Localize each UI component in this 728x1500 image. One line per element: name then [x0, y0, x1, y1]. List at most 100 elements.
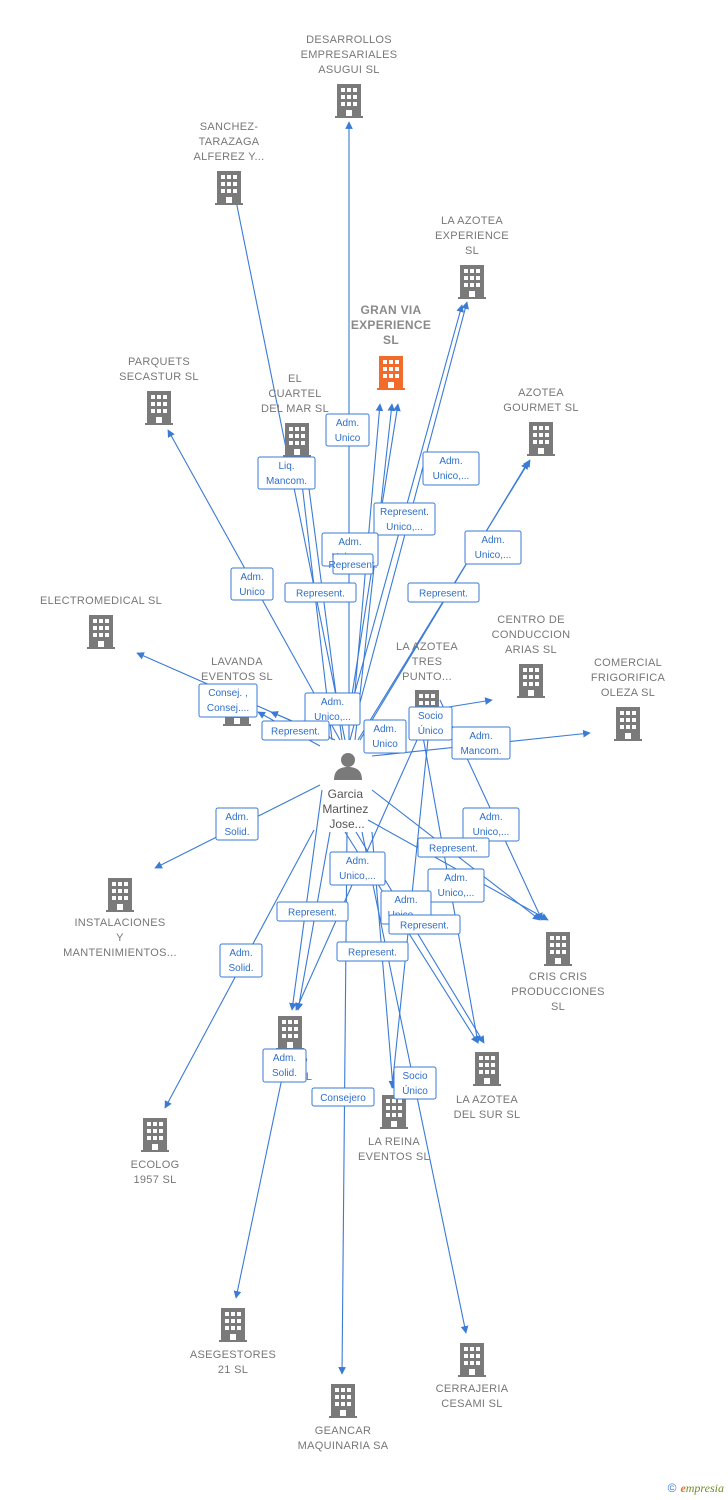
relation-label[interactable]: Adm.Solid. [262, 1048, 307, 1083]
company-node-electromedical[interactable]: ELECTROMEDICAL SL [40, 595, 162, 649]
relation-label-text: Adm. [225, 812, 248, 823]
relation-label[interactable]: Represent. [417, 837, 490, 858]
relation-label-box [422, 451, 480, 486]
relation-label[interactable]: Adm.Unico,... [462, 807, 520, 842]
relation-label-text: Socio [402, 1071, 427, 1082]
relation-label-text: Represent. [296, 589, 345, 600]
relation-label[interactable]: Represent.Unico,... [373, 502, 436, 536]
person-node[interactable]: Garcia Martinez Jose... [322, 753, 371, 831]
relation-label-text: Liq. [278, 461, 294, 472]
relation-label[interactable]: Consejero [311, 1087, 375, 1107]
relation-label[interactable]: Represent. [284, 582, 357, 603]
relation-label[interactable]: Represent. [388, 914, 461, 935]
company-label-line: ASUGUI SL [318, 64, 379, 76]
company-label-line: LA AZOTEA [456, 1094, 518, 1106]
company-label-line: PRODUCCIONES [511, 986, 604, 998]
relation-label[interactable]: Consej. ,Consej.... [198, 683, 258, 718]
relation-label[interactable]: Adm.Unico,... [329, 851, 386, 886]
relation-label-text: Solid. [224, 827, 249, 838]
relation-label-text: Socio [418, 711, 443, 722]
relation-label-box [284, 582, 357, 603]
relation-label-text: Unico,... [386, 522, 423, 533]
company-label-line: LA REINA [368, 1136, 420, 1148]
relation-label-text: Adm. [240, 572, 263, 583]
relation-label-text: Unico,... [475, 550, 512, 561]
relation-label-text: Consej.... [207, 703, 249, 714]
company-label-line: FRIGORIFICA [591, 672, 666, 684]
relation-label-text: Único [418, 724, 444, 737]
relation-label-text: Represent. [400, 921, 449, 932]
relation-label-box [393, 1066, 437, 1100]
relation-label-box [336, 941, 409, 962]
relation-label[interactable]: Represent. [336, 941, 409, 962]
relation-label[interactable]: Represent. [407, 582, 480, 603]
building-icon [377, 356, 405, 390]
company-label-line: GEANCAR [315, 1425, 372, 1437]
relation-label-text: Represent. [271, 727, 320, 738]
relation-label[interactable]: Represent. [276, 901, 349, 922]
empresia-credit[interactable]: ©empresia [668, 1481, 724, 1496]
company-label: GEANCAR MAQUINARIA SA [298, 1425, 389, 1452]
company-label-line: CRIS CRIS [529, 971, 587, 983]
relation-label-box [215, 807, 259, 841]
relation-label-text: Unico [372, 739, 398, 750]
relation-label[interactable]: Adm.Unico,... [422, 451, 480, 486]
company-label-line: MAQUINARIA SA [298, 1440, 389, 1452]
relation-label[interactable]: Adm. Unico [363, 719, 407, 754]
relation-label[interactable]: Adm. Solid. [215, 807, 259, 841]
building-icon [380, 1095, 408, 1129]
relation-label[interactable]: Adm.Unico,... [304, 692, 361, 726]
company-label-line: LA AZOTEA [396, 641, 458, 653]
relation-label[interactable]: Liq. Mancom. [257, 456, 316, 490]
company-node-asegestores[interactable]: ASEGESTORES 21 SL [190, 1308, 276, 1376]
copyright-icon: © [667, 1481, 677, 1495]
relation-label[interactable]: Adm.Mancom. [451, 726, 511, 760]
relation-label[interactable]: Adm.Unico,... [464, 530, 522, 565]
relation-label-text: Mancom. [266, 476, 307, 487]
company-node-geancar[interactable]: GEANCAR MAQUINARIA SA [298, 1384, 389, 1452]
building-icon [458, 1343, 486, 1377]
company-label-line: TRES [412, 656, 443, 668]
relation-label-text: Adm. [373, 724, 396, 735]
relation-label[interactable]: Adm.Solid. [219, 943, 263, 978]
building-icon [145, 391, 173, 425]
company-label-line: 21 SL [218, 1364, 248, 1376]
relation-label-text: Adm. [321, 697, 344, 708]
relation-label-box [363, 719, 407, 754]
relation-label[interactable]: Adm.Unico,... [427, 868, 485, 903]
company-label-line: AZOTEA [518, 387, 564, 399]
relation-label-box [219, 943, 263, 978]
relation-label[interactable]: Adm.Unico [325, 413, 370, 447]
building-icon [106, 878, 134, 912]
relation-label[interactable]: Represent. [261, 720, 330, 741]
relation-label[interactable]: Represent. [329, 553, 378, 575]
relation-label[interactable]: Adm. Unico [230, 567, 274, 601]
company-label-line: ASEGESTORES [190, 1349, 276, 1361]
relation-label-text: Unico [239, 587, 265, 598]
